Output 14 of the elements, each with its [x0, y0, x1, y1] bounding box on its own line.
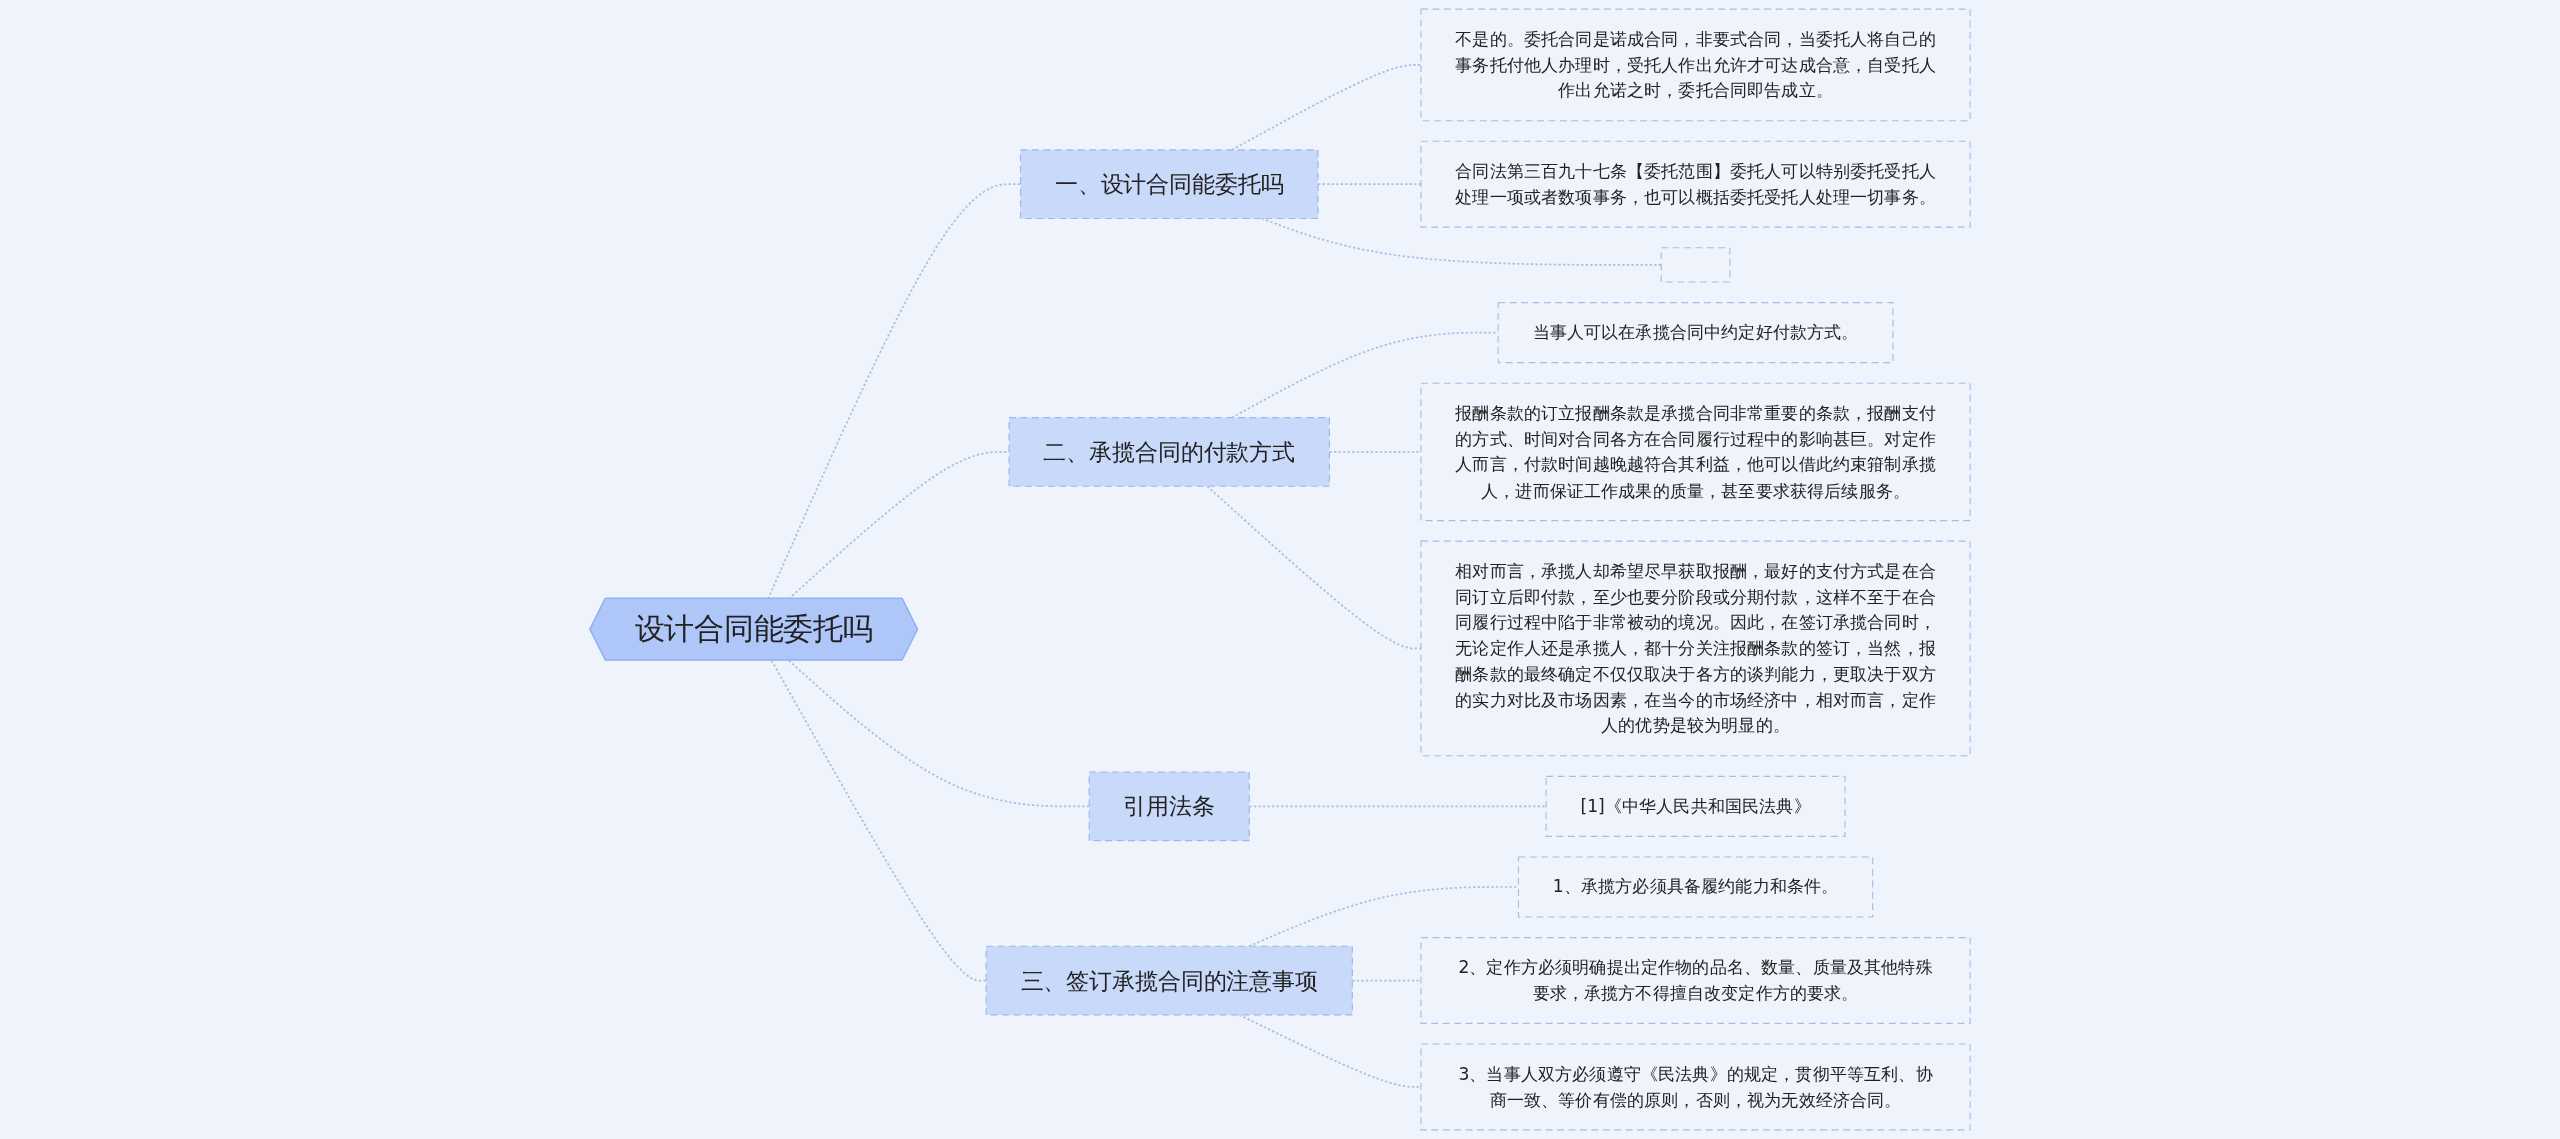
node-box: 3、当事人双方必须遵守《民法典》的规定，贯彻平等互利、协商一致、等价有偿的原则，否则，视为无效经济合同。 — [1420, 1043, 1971, 1131]
node-box: 引用法条 — [1088, 771, 1250, 842]
node-box: 报酬条款的订立报酬条款是承揽合同非常重要的条款，报酬支付的方式、时间对合同各方在合同履行过程中的影响甚巨。对定作人而言，付款时间越晚越符合其利益，他可以借此约束箝制承揽人，进而保证工作成果的质量，甚至要求获得后续服务。 — [1420, 382, 1971, 522]
node-box: 三、签订承揽合同的注意事项 — [985, 945, 1353, 1016]
node-box: 二、承揽合同的付款方式 — [1008, 417, 1330, 487]
node-box: [1]《中华人民共和国民法典》 — [1545, 775, 1846, 837]
node-box: 2、定作方必须明确提出定作物的品名、数量、质量及其他特殊要求，承揽方不得擅自改变定作方的要求。 — [1420, 937, 1971, 1024]
node-box: 一、设计合同能委托吗 — [1019, 149, 1319, 220]
node-box: 当事人可以在承揽合同中约定好付款方式。 — [1497, 302, 1894, 364]
node-box — [1660, 247, 1731, 283]
node-box: 不是的。委托合同是诺成合同，非要式合同，当委托人将自己的事务托付他人办理时，受托人作出允许才可达成合意，自受托人作出允诺之时，委托合同即告成立。 — [1420, 8, 1971, 122]
node-box: 相对而言，承揽人却希望尽早获取报酬，最好的支付方式是在合同订立后即付款，至少也要分阶段或分期付款，这样不至于在合同履行过程中陷于非常被动的境况。因此，在签订承揽合同时，无论定作人还是承揽人，都十分关注报酬条款的签订，当然，报酬条款的最终确定不仅仅取决于各方的谈判能力，更取决于双方的实力对比及市场因素，在当今的市场经济中，相对而言，定作人的优势是较为明显的。 — [1420, 540, 1971, 757]
node-box: 合同法第三百九十七条【委托范围】委托人可以特别委托受托人处理一项或者数项事务，也可以概括委托受托人处理一切事务。 — [1420, 140, 1971, 228]
node-box: 1、承揽方必须具备履约能力和条件。 — [1517, 856, 1874, 918]
